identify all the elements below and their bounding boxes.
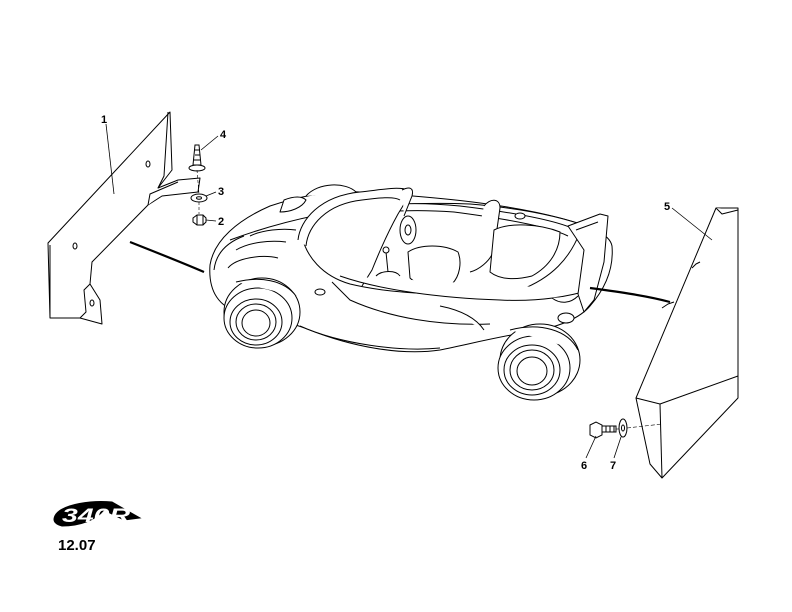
callout-7: 7 bbox=[610, 460, 616, 472]
part-3-washer[interactable] bbox=[190, 193, 208, 203]
part-7-washer[interactable] bbox=[618, 418, 628, 438]
front-wheel bbox=[223, 277, 301, 349]
callout-5: 5 bbox=[664, 201, 670, 213]
callout-4: 4 bbox=[220, 129, 227, 141]
model-logo: 340R bbox=[53, 501, 142, 527]
part-1-left-bracket[interactable] bbox=[47, 111, 201, 325]
part-2-nut[interactable] bbox=[192, 214, 207, 226]
assembly-lines bbox=[129, 169, 671, 430]
callout-2: 2 bbox=[218, 216, 224, 228]
rear-wheel bbox=[497, 323, 581, 401]
callout-1: 1 bbox=[101, 114, 107, 126]
page-reference: 12.07 bbox=[58, 537, 96, 554]
callout-6: 6 bbox=[581, 460, 587, 472]
callout-3: 3 bbox=[218, 186, 224, 198]
logo-text: 340R bbox=[62, 506, 130, 527]
part-5-right-panel[interactable] bbox=[635, 207, 739, 479]
leader-lines bbox=[105, 123, 713, 459]
part-6-bolt[interactable] bbox=[589, 421, 617, 439]
car-body bbox=[209, 184, 613, 353]
